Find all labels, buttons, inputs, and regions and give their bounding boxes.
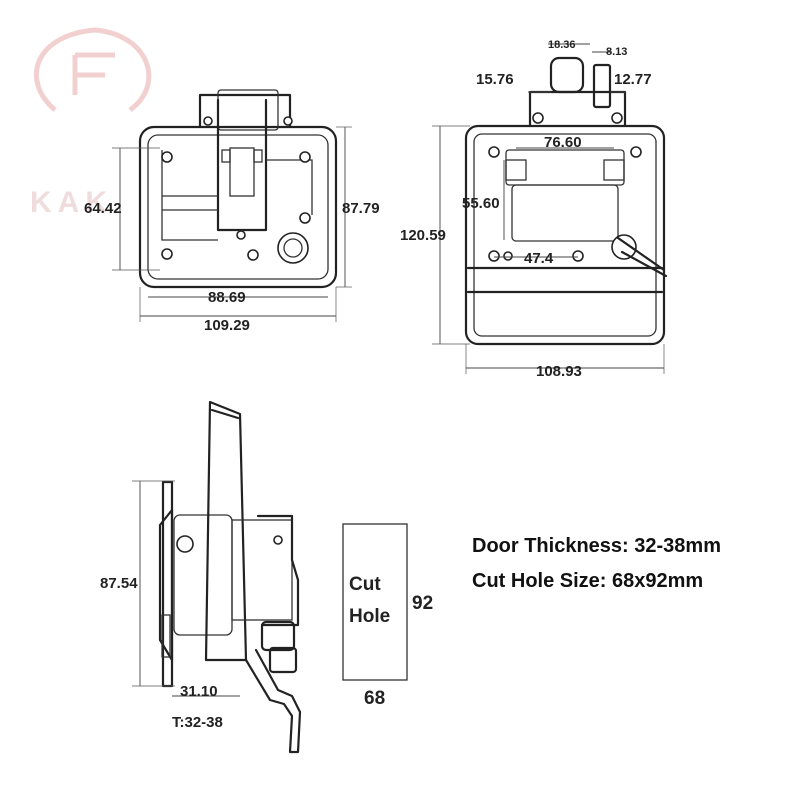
key-lock: [611, 234, 637, 260]
brand-logo-watermark: KAK: [30, 27, 152, 219]
back-d12-label: 12.77: [614, 71, 652, 88]
side-handle: [244, 648, 302, 754]
back-height-total-label: 120.59: [400, 227, 446, 244]
cut-hole-label-line2: Hole: [349, 606, 390, 627]
door-thickness-spec: Door Thickness: 32-38mm: [472, 535, 721, 557]
front-view: 64.42 87.79 88.69 109.29: [84, 89, 380, 334]
cut-hole-height-label: 92: [412, 593, 433, 614]
cut-hole-diagram: Cut Hole 92 68: [342, 523, 433, 709]
cut-hole-label-line1: Cut: [349, 574, 381, 595]
back-width-total-label: 108.93: [536, 363, 582, 380]
specifications: Door Thickness: 32-38mm Cut Hole Size: 6…: [472, 535, 721, 592]
key-icon: [616, 236, 668, 278]
lock-cylinder: [277, 232, 309, 264]
spindle-cap: [549, 56, 585, 94]
back-height-mid-label: 55.60: [462, 195, 500, 212]
back-d8-label: 8.13: [606, 46, 627, 58]
back-d18-label: 18.36: [548, 39, 576, 51]
front-flange: [138, 125, 338, 289]
back-view: 18.36 8.13 15.76 12.77 76.60 55.60 120.5…: [400, 39, 668, 380]
back-width-top-label: 76.60: [544, 134, 582, 151]
side-thickness-label: T:32-38: [172, 714, 223, 731]
front-height-inner-label: 64.42: [84, 200, 122, 217]
side-height-label: 87.54: [100, 575, 138, 592]
brand-logo-text: KAK: [30, 186, 113, 219]
back-width-lower-label: 47.4: [524, 250, 554, 267]
cut-hole-rect: [342, 523, 408, 681]
front-width-inner-label: 88.69: [208, 289, 246, 306]
back-d15-label: 15.76: [476, 71, 514, 88]
spindle-tab: [592, 63, 612, 109]
side-depth-label: 31.10: [180, 683, 218, 700]
front-height-outer-label: 87.79: [342, 200, 380, 217]
cut-hole-size-spec: Cut Hole Size: 68x92mm: [472, 570, 703, 592]
back-housing: [464, 124, 666, 346]
side-view: 87.54 31.10 T:32-38: [100, 400, 302, 754]
cut-hole-width-label: 68: [364, 688, 385, 709]
front-width-outer-label: 109.29: [204, 317, 250, 334]
side-lock: [260, 620, 296, 652]
